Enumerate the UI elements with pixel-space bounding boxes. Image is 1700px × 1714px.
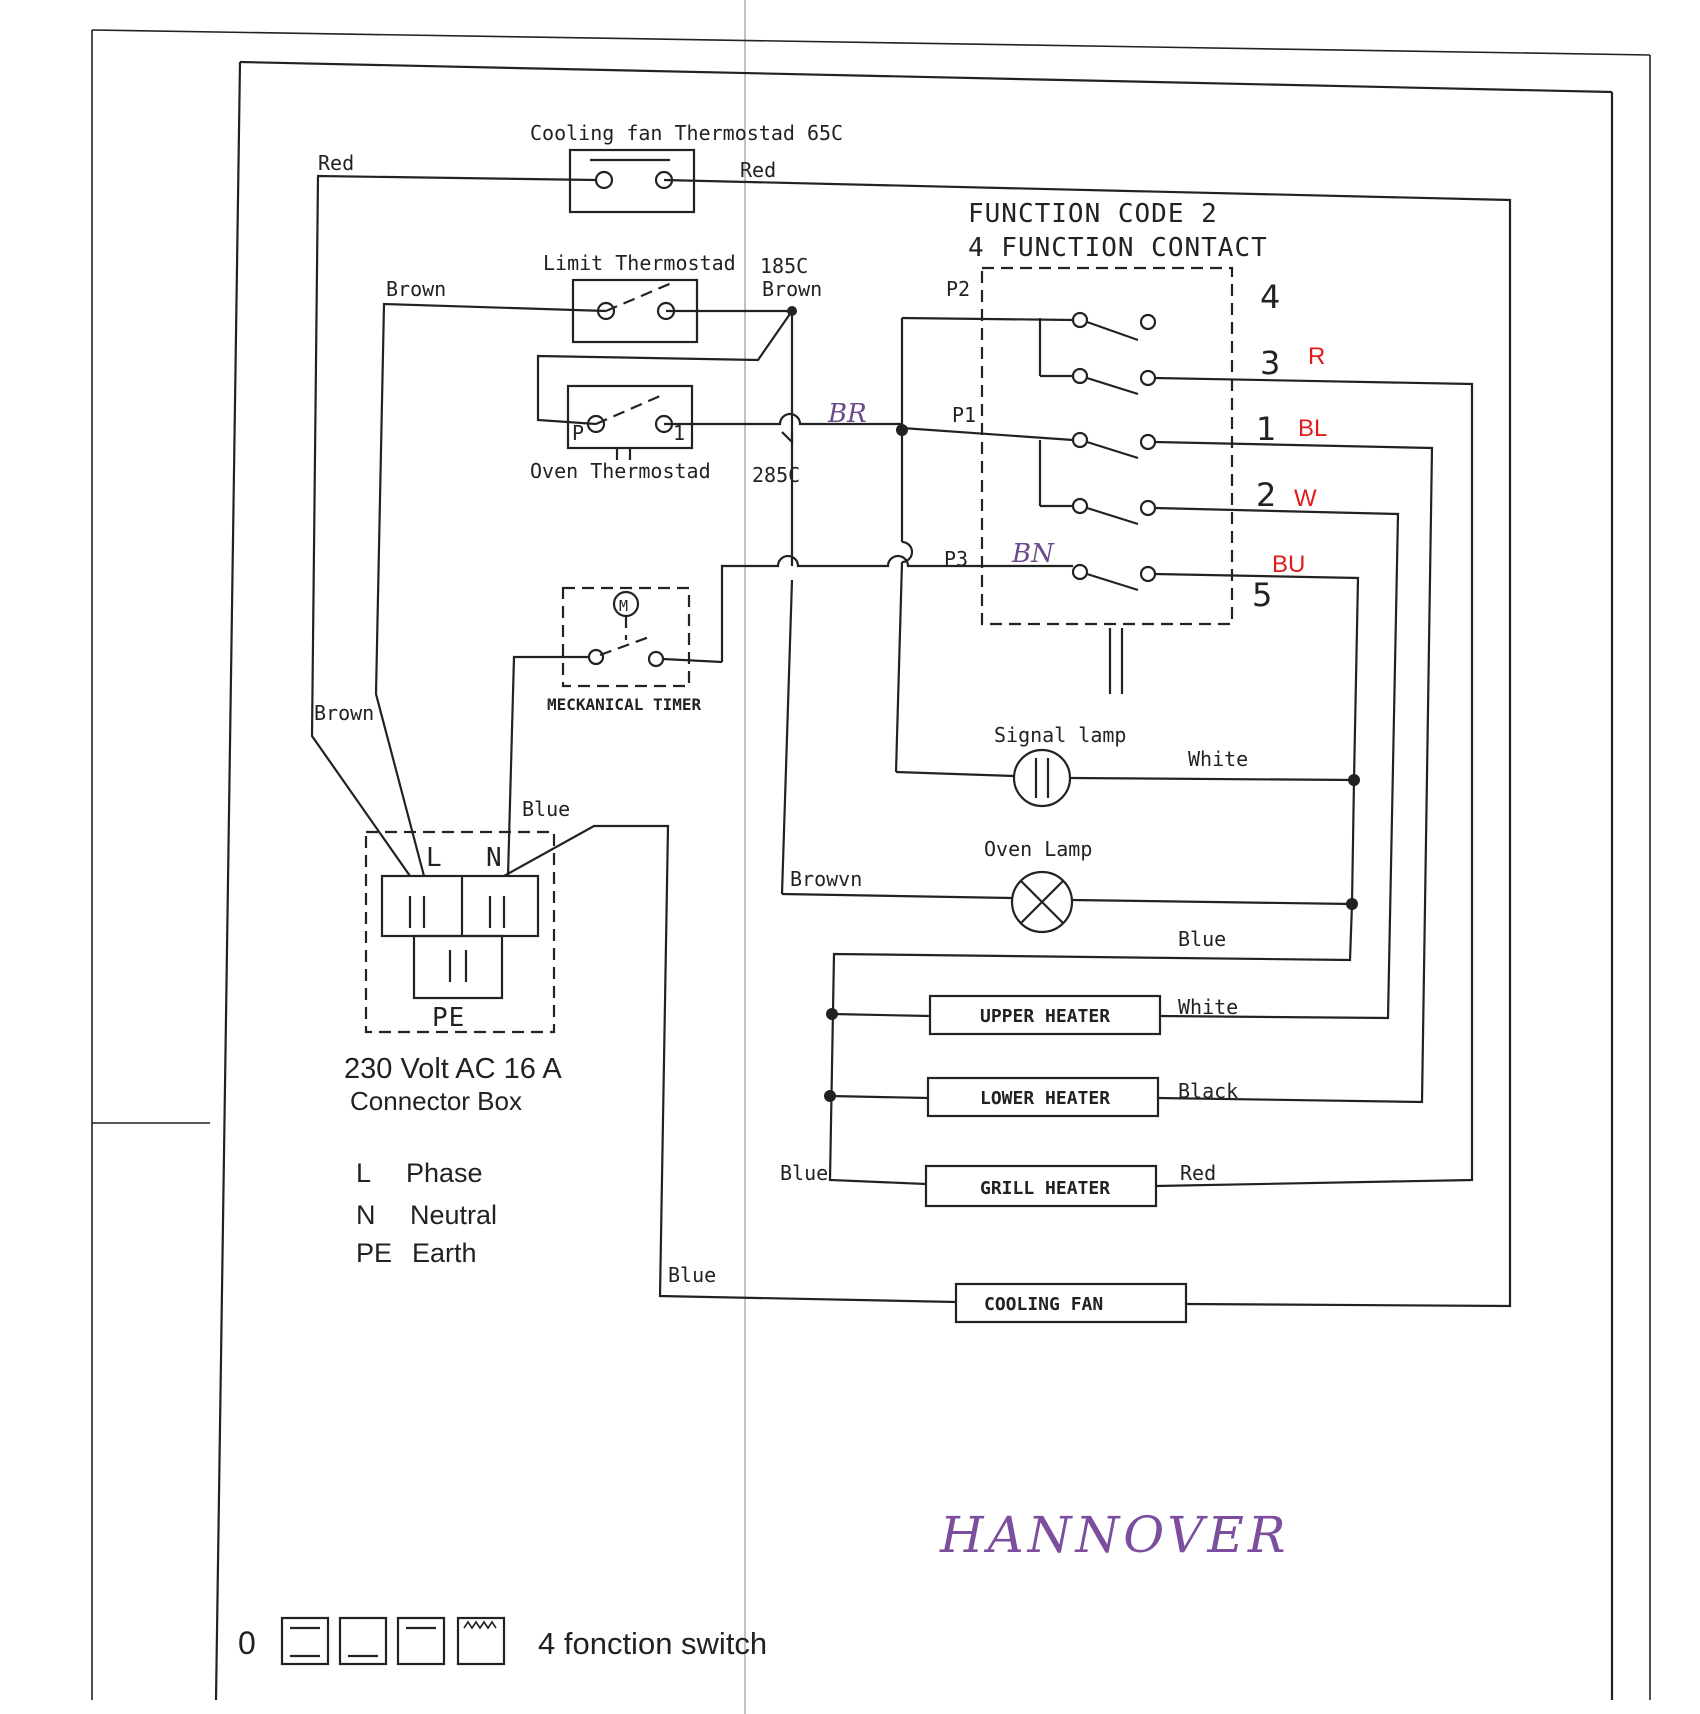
wire-label-blue-left: Blue xyxy=(780,1161,828,1185)
terminal-n-label: N xyxy=(486,843,503,873)
function-contact-title: 4 FUNCTION CONTACT xyxy=(968,233,1268,263)
lower-heater-label: LOWER HEATER xyxy=(980,1088,1110,1109)
connector-box-name: Connector Box xyxy=(350,1086,522,1116)
oven-thermostat-terminal-p: P xyxy=(572,421,584,445)
limit-thermostat-label: Limit Thermostad xyxy=(543,251,736,275)
contact-2: 2 xyxy=(1256,476,1276,514)
wire-label-white-upper: White xyxy=(1178,995,1238,1019)
contact-5-color-code: BU xyxy=(1272,551,1305,578)
cooling-fan-box xyxy=(954,1282,1188,1324)
wire-label-white-signal: White xyxy=(1188,747,1248,771)
timer-motor-symbol: M xyxy=(619,597,628,615)
pole-p1: P1 xyxy=(952,403,976,427)
pole-p3: P3 xyxy=(944,547,968,571)
wire-label-brown-limit: Brown xyxy=(762,277,822,301)
wire-label-browvn: Browvn xyxy=(790,867,862,891)
function-switch-contacts xyxy=(1038,311,1157,694)
cooling-fan-label: COOLING FAN xyxy=(984,1294,1103,1315)
wire-label-brown-top: Brown xyxy=(386,277,446,301)
wire-label-blue-mid: Blue xyxy=(1178,927,1226,951)
pole-p2: P2 xyxy=(946,277,970,301)
limit-thermostat-temp: 185C xyxy=(760,254,808,278)
oven-thermostat-label: Oven Thermostad xyxy=(530,459,711,483)
oven-thermostat-terminal-1: 1 xyxy=(673,421,685,445)
handwritten-signature: HANNOVER xyxy=(939,1506,1290,1564)
function-code-title: FUNCTION CODE 2 xyxy=(968,199,1218,229)
contact-5: 5 xyxy=(1252,576,1272,614)
legend-meaning-neutral: Neutral xyxy=(410,1200,497,1230)
signal-lamp xyxy=(1012,748,1072,808)
wiring xyxy=(310,174,1512,1308)
wire-label-red-grill: Red xyxy=(1180,1161,1216,1185)
terminal-pe-label: PE xyxy=(432,1003,465,1033)
handwritten-bn: BN xyxy=(1011,539,1055,569)
contact-3: 3 xyxy=(1260,344,1280,382)
terminal-l-label: L xyxy=(426,843,443,873)
legend-code-pe: PE xyxy=(356,1238,392,1268)
contact-1-color-code: BL xyxy=(1298,415,1327,442)
function-switch-box xyxy=(980,266,1234,626)
wire-label-blue-connector: Blue xyxy=(522,797,570,821)
legend: L Phase N Neutral PE Earth xyxy=(356,1158,497,1268)
legend-meaning-phase: Phase xyxy=(406,1158,483,1188)
contact-4: 4 xyxy=(1260,278,1280,316)
wire-label-blue-fan: Blue xyxy=(668,1263,716,1287)
connector-box-rating: 230 Volt AC 16 A xyxy=(344,1053,562,1085)
oven-lamp xyxy=(1010,870,1074,934)
wire-label-red-left: Red xyxy=(318,151,354,175)
switch-position-zero: 0 xyxy=(238,1625,256,1661)
legend-meaning-earth: Earth xyxy=(412,1238,477,1268)
contact-1: 1 xyxy=(1256,410,1276,448)
grill-heater-label: GRILL HEATER xyxy=(980,1178,1110,1199)
contact-2-color-code: W xyxy=(1294,485,1317,512)
wire-label-red-right: Red xyxy=(740,158,776,182)
sheet-frame xyxy=(91,0,1651,1714)
cooling-fan-thermostat-label: Cooling fan Thermostad 65C xyxy=(530,121,843,145)
signal-lamp-label: Signal lamp xyxy=(994,723,1126,747)
wire-label-brown-left: Brown xyxy=(314,701,374,725)
upper-heater-label: UPPER HEATER xyxy=(980,1006,1110,1027)
legend-code-n: N xyxy=(356,1200,376,1230)
legend-code-l: L xyxy=(356,1158,371,1188)
switch-position-icons xyxy=(280,1616,506,1666)
oven-lamp-label: Oven Lamp xyxy=(984,837,1092,861)
junction-dots xyxy=(787,306,1360,1102)
connector-box xyxy=(364,830,556,1034)
timer-label: MECKANICAL TIMER xyxy=(547,695,701,714)
contact-3-color-code: R xyxy=(1308,343,1325,370)
mechanical-timer xyxy=(561,586,691,688)
switch-caption: 4 fonction switch xyxy=(538,1626,767,1661)
